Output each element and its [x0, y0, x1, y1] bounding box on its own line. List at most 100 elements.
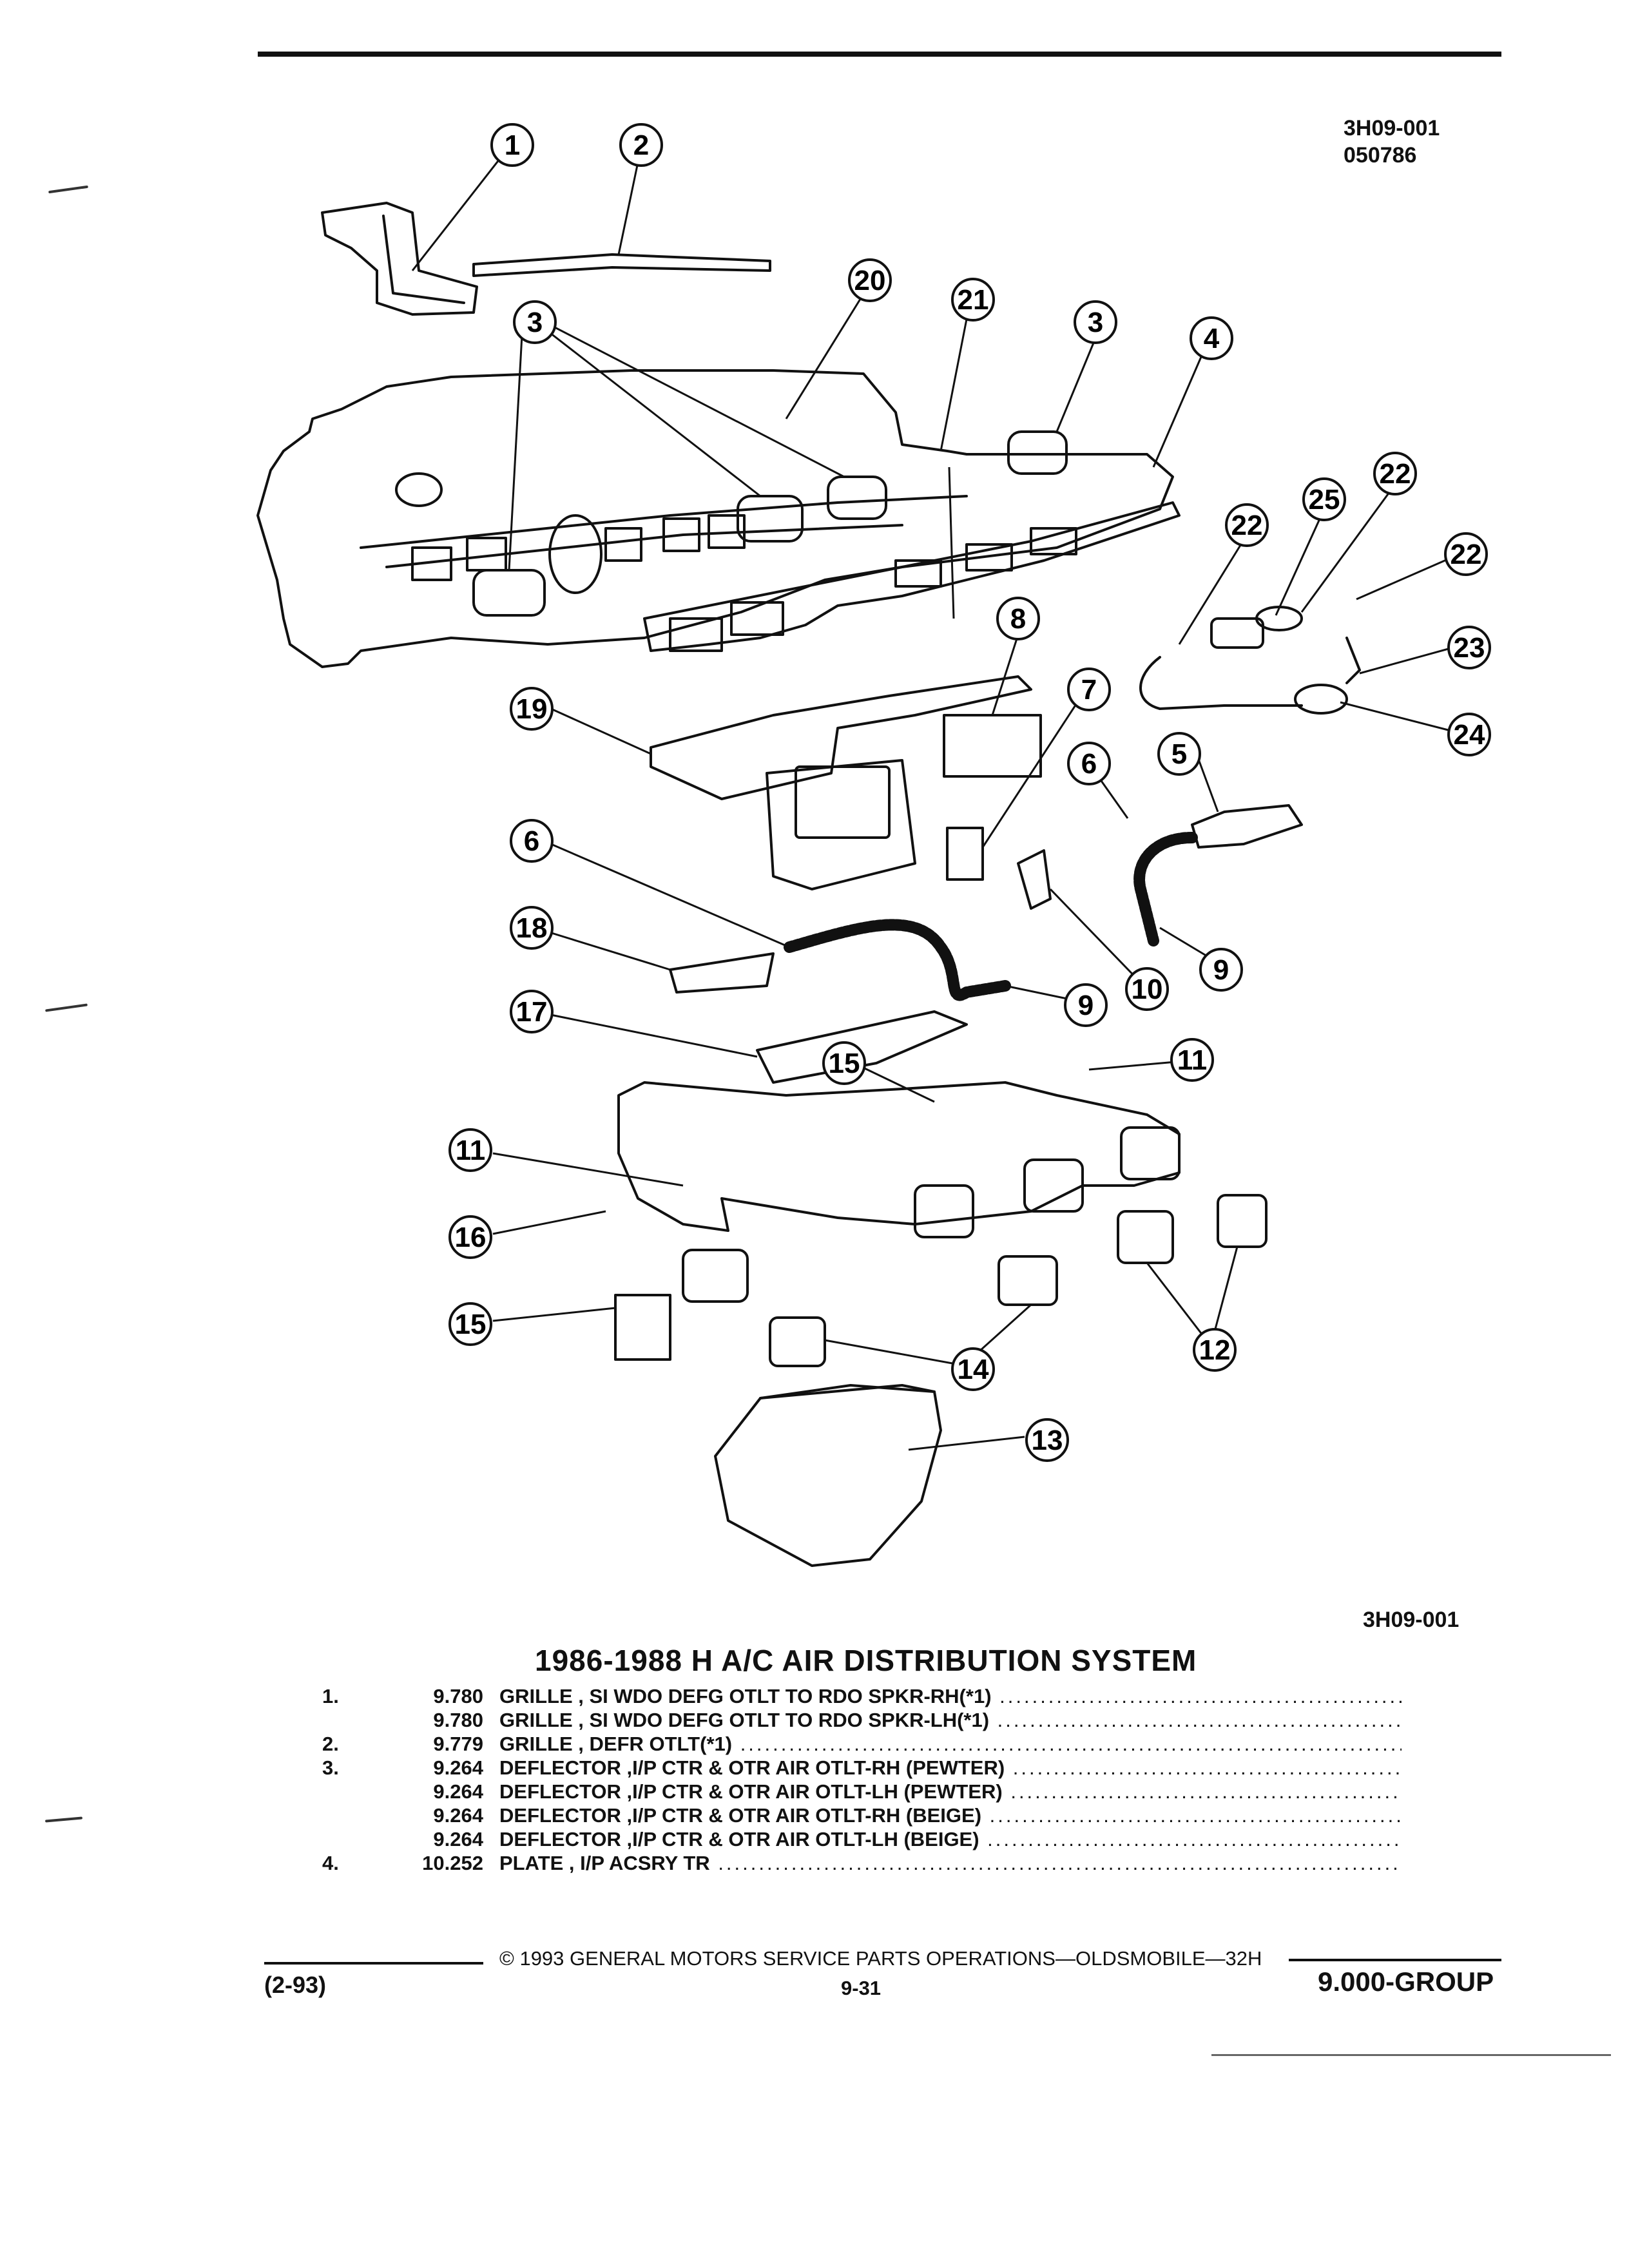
part-description: DEFLECTOR ,I/P CTR & OTR AIR OTLT-LH (BE…	[499, 1828, 1402, 1851]
outlet-connector	[1191, 804, 1303, 849]
seal-gasket	[943, 714, 1042, 778]
callout-2: 2	[619, 123, 663, 167]
top-rule	[258, 52, 1501, 57]
footer-rule	[264, 1962, 483, 1965]
svg-text:6: 6	[524, 825, 539, 857]
callout-7: 7	[1067, 668, 1111, 711]
part-item-number: 4.	[322, 1852, 339, 1874]
svg-text:12: 12	[1199, 1334, 1231, 1366]
callout-4: 4	[1190, 316, 1233, 360]
callout-3: 3	[1074, 300, 1117, 344]
heater-distribution-duct	[650, 675, 1032, 890]
svg-text:5: 5	[1171, 738, 1187, 770]
lower-outlet-assembly	[756, 1010, 968, 1084]
figure-code: 3H09-001	[1344, 116, 1440, 140]
instrument-panel	[256, 369, 1174, 668]
vacuum-hose-harness	[1139, 606, 1361, 715]
svg-text:22: 22	[1380, 458, 1411, 490]
part-catalog-code: 9.264	[433, 1804, 483, 1827]
svg-text:22: 22	[1231, 510, 1263, 541]
flex-ducts	[784, 832, 1198, 1001]
callout-1: 1	[490, 123, 534, 167]
callout-9: 9	[1064, 983, 1108, 1027]
callout-13: 13	[1025, 1418, 1069, 1462]
callout-11: 11	[448, 1128, 492, 1172]
callout-15: 15	[822, 1041, 866, 1085]
svg-text:9: 9	[1078, 990, 1094, 1021]
callout-24: 24	[1447, 713, 1491, 756]
part-catalog-code: 9.264	[433, 1780, 483, 1803]
bottom-rule	[1211, 2054, 1611, 2056]
group-label: 9.000-GROUP	[1318, 1966, 1494, 1997]
callout-22: 22	[1373, 452, 1417, 495]
svg-text:9: 9	[1213, 954, 1229, 986]
parts-row: 9.264 DEFLECTOR ,I/P CTR & OTR AIR OTLT-R…	[322, 1804, 1402, 1828]
part-description: DEFLECTOR ,I/P CTR & OTR AIR OTLT-RH (PE…	[499, 1756, 1402, 1780]
svg-text:24: 24	[1454, 719, 1485, 751]
actuator-bracket	[1017, 849, 1052, 910]
callout-15: 15	[448, 1302, 492, 1346]
callout-9: 9	[1199, 948, 1243, 992]
part-item-number: 2.	[322, 1733, 339, 1755]
svg-text:3: 3	[1088, 307, 1103, 338]
accessory-trim-plate	[643, 501, 1181, 652]
page-number: 9-31	[841, 1977, 882, 1999]
callout-25: 25	[1302, 477, 1346, 521]
part-catalog-code: 9.779	[433, 1733, 483, 1755]
svg-text:25: 25	[1309, 484, 1340, 515]
parts-row: 2. 9.779 GRILLE , DEFR OTLT(*1)	[322, 1733, 1402, 1756]
margin-mark	[44, 1816, 83, 1823]
callout-6: 6	[1067, 742, 1111, 785]
center-air-duct	[617, 1081, 1181, 1303]
outlet-seal	[769, 1316, 826, 1367]
part-catalog-code: 9.780	[433, 1709, 483, 1731]
svg-text:8: 8	[1010, 603, 1026, 635]
heater-case-module	[714, 1384, 942, 1567]
callout-22: 22	[1444, 532, 1488, 576]
parts-row: 9.264 DEFLECTOR ,I/P CTR & OTR AIR OTLT-L…	[322, 1780, 1402, 1804]
callout-18: 18	[510, 906, 554, 950]
mounting-bracket	[946, 827, 984, 881]
part-description: DEFLECTOR ,I/P CTR & OTR AIR OTLT-RH (BE…	[499, 1804, 1402, 1827]
callout-6: 6	[510, 819, 554, 863]
exploded-parts-diagram: 1 2 20 21 3 3 4 22 25 22 22 8 23 7 19 24…	[256, 123, 1491, 1567]
part-item-number: 1.	[322, 1685, 339, 1707]
outlet-seal	[1117, 1210, 1174, 1264]
part-catalog-code: 9.264	[433, 1828, 483, 1850]
part-description: GRILLE , DEFR OTLT(*1)	[499, 1733, 1402, 1756]
svg-text:4: 4	[1204, 323, 1220, 354]
svg-text:10: 10	[1132, 974, 1163, 1005]
parts-row: 9.780 GRILLE , SI WDO DEFG OTLT TO RDO SP…	[322, 1709, 1402, 1733]
svg-text:18: 18	[516, 912, 548, 944]
svg-text:11: 11	[456, 1135, 486, 1166]
svg-text:20: 20	[854, 265, 886, 296]
leader-lines	[411, 146, 1460, 1451]
svg-text:7: 7	[1081, 674, 1097, 706]
part-item-number: 3.	[322, 1756, 339, 1779]
svg-text:19: 19	[516, 693, 548, 725]
part-description: DEFLECTOR ,I/P CTR & OTR AIR OTLT-LH (PE…	[499, 1780, 1402, 1803]
part-catalog-code: 9.780	[433, 1685, 483, 1707]
figure-date-code: 050786	[1344, 143, 1417, 168]
svg-text:17: 17	[516, 996, 548, 1028]
callout-19: 19	[510, 687, 554, 731]
copyright-notice: © 1993 GENERAL MOTORS SERVICE PARTS OPER…	[499, 1947, 1262, 1970]
figure-code-bottom: 3H09-001	[1363, 1608, 1460, 1632]
svg-text:6: 6	[1081, 748, 1097, 780]
svg-text:13: 13	[1032, 1425, 1063, 1456]
callout-22: 22	[1225, 503, 1269, 547]
callout-markers: 1 2 20 21 3 3 4 22 25 22 22 8 23 7 19 24…	[448, 123, 1491, 1462]
callout-8: 8	[996, 597, 1040, 640]
page-title: 1986-1988 H A/C AIR DISTRIBUTION SYSTEM	[535, 1644, 1197, 1677]
part-description: PLATE , I/P ACSRY TR	[499, 1852, 1402, 1875]
outlet-seal	[998, 1255, 1058, 1306]
svg-text:11: 11	[1177, 1044, 1208, 1076]
callout-16: 16	[448, 1215, 492, 1259]
figure-reference: 3H09-001 050786	[1344, 115, 1440, 169]
svg-text:23: 23	[1454, 632, 1485, 664]
svg-text:15: 15	[455, 1309, 487, 1340]
part-description: GRILLE , SI WDO DEFG OTLT TO RDO SPKR-LH…	[499, 1709, 1402, 1732]
